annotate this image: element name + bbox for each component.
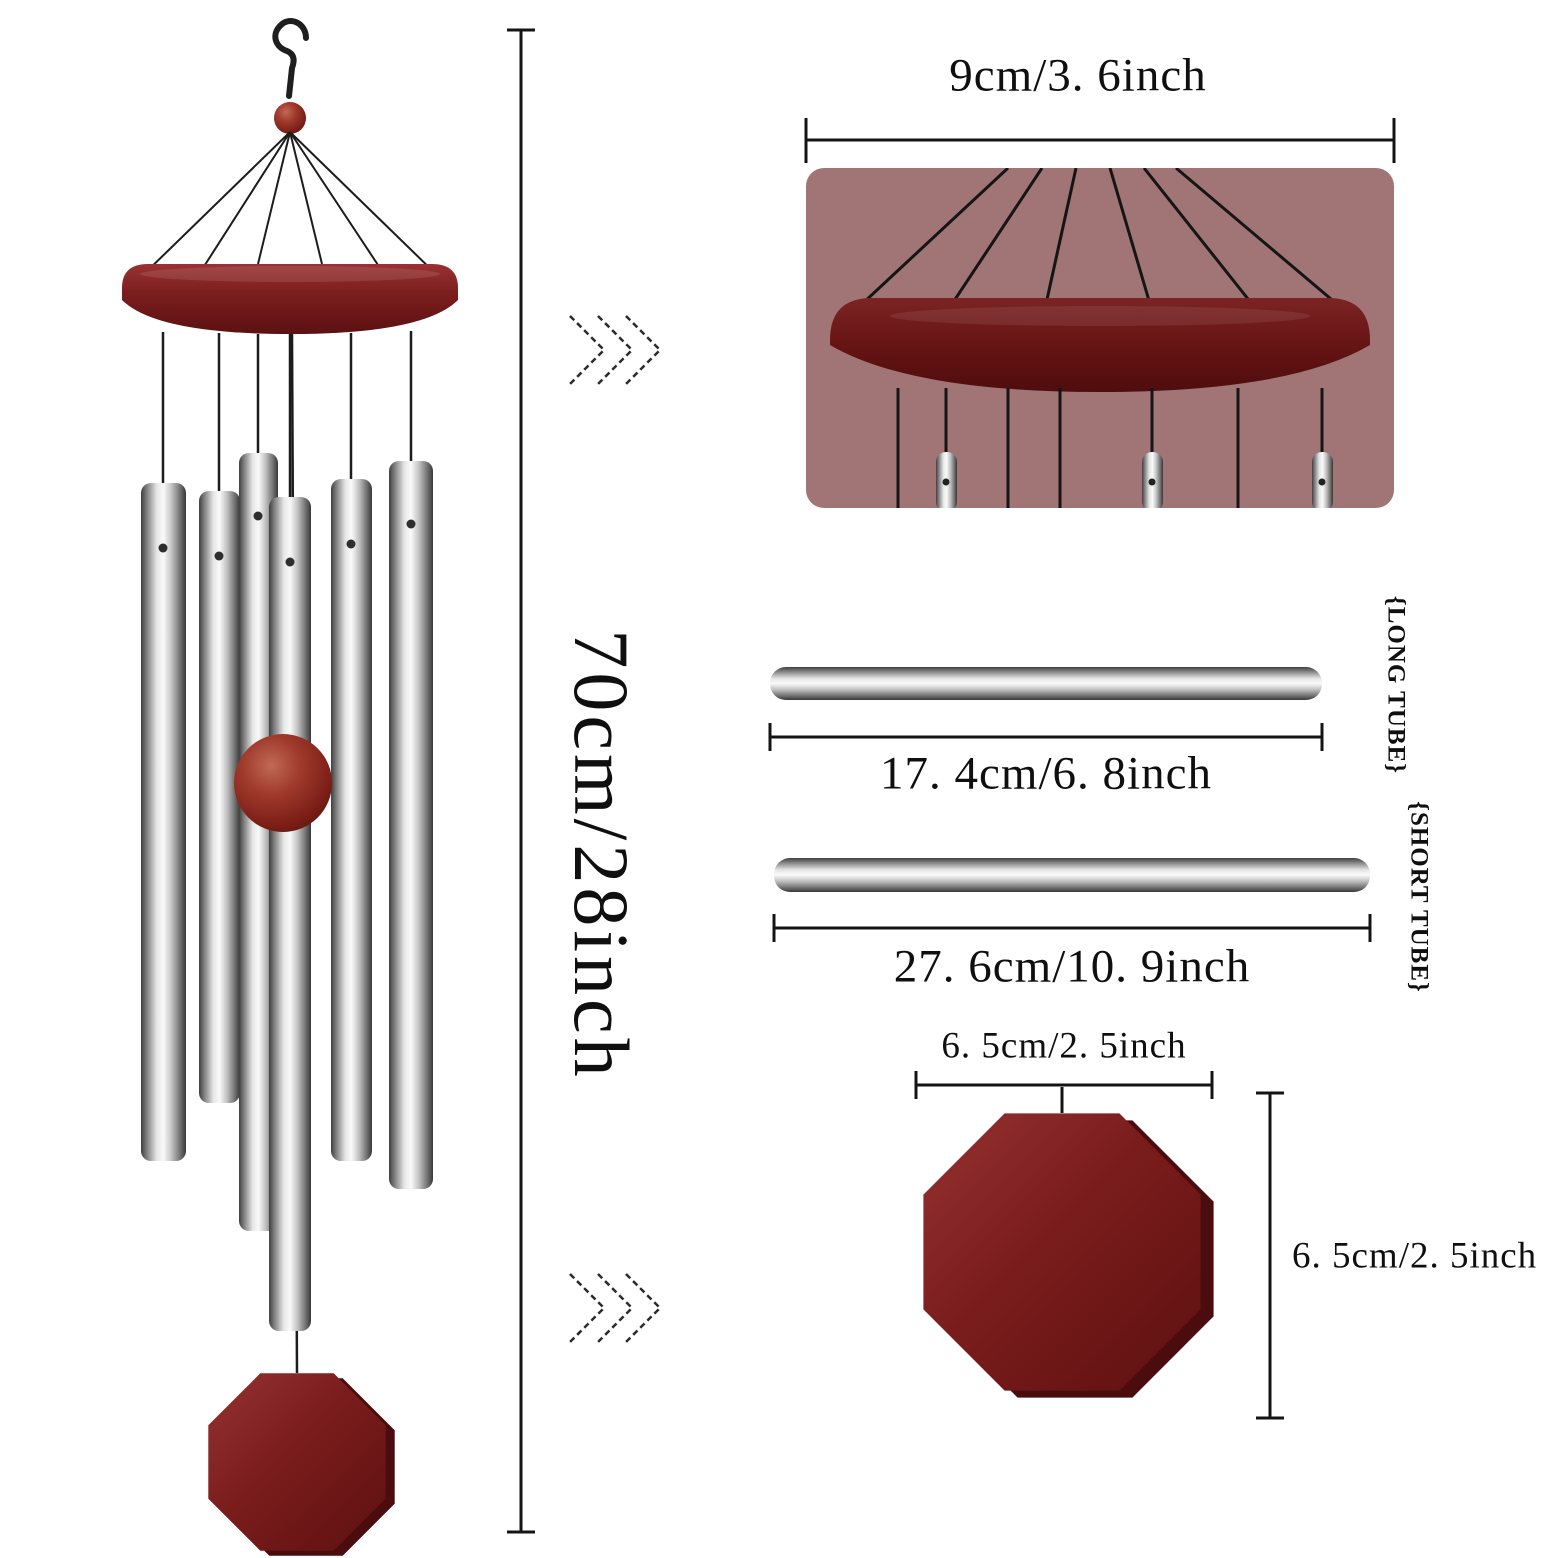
overall-height-dimension — [507, 28, 535, 1534]
double-chevron-icon — [569, 1273, 662, 1343]
octagon-face — [923, 1113, 1201, 1391]
chime-tube — [331, 479, 372, 1161]
chime-tube — [389, 461, 433, 1189]
tube-b-figure — [772, 858, 1372, 942]
closeup-content — [830, 168, 1370, 508]
chime-tubes — [141, 453, 433, 1331]
closeup-hang-strings — [896, 388, 1324, 508]
wood-top-ring — [122, 264, 458, 334]
striker-ball — [234, 734, 332, 832]
closeup-ring-highlight — [890, 306, 1310, 326]
double-chevron-icon — [569, 315, 662, 385]
chime-tube — [269, 497, 311, 1331]
tube-a — [770, 667, 1322, 700]
closeup-tube-tops — [936, 452, 1333, 508]
tube-b-dimension — [772, 914, 1372, 942]
chime-tube — [141, 483, 186, 1161]
tube-a-figure — [768, 667, 1324, 751]
wind-chime-illustration — [122, 18, 458, 1556]
closeup-wood-ring — [830, 298, 1370, 392]
tube-a-dimension — [768, 723, 1324, 751]
tube-a-length-label: 17. 4cm/6. 8inch — [880, 747, 1212, 800]
top-width-label: 9cm/3. 6inch — [949, 49, 1207, 102]
octagon-face — [208, 1373, 386, 1551]
hanging-hook-icon — [272, 18, 309, 99]
tube-holes — [158, 511, 416, 567]
top-bead — [274, 102, 306, 134]
closeup-suspension-strings — [860, 168, 1345, 312]
catcher-height-label: 6. 5cm/2. 5inch — [1292, 1235, 1538, 1277]
catcher-width-dimension — [914, 1071, 1214, 1099]
wind-catcher-octagon — [208, 1373, 395, 1556]
chime-tube — [239, 453, 278, 1231]
catcher-height-dimension — [1256, 1091, 1284, 1420]
ring-width-dimension — [804, 118, 1396, 163]
tube-b — [774, 858, 1370, 892]
top-ring-closeup — [804, 118, 1396, 508]
wood-ring-highlight — [140, 266, 440, 282]
long-tube-tag: {LONG TUBE} — [1382, 595, 1410, 775]
short-tube-tag: {SHORT TUBE} — [1405, 801, 1433, 993]
total-height-label: 70cm/28inch — [558, 629, 645, 1081]
catcher-width-label: 6. 5cm/2. 5inch — [941, 1025, 1187, 1067]
tube-hang-strings — [161, 331, 413, 502]
wind-catcher-closeup — [914, 1071, 1284, 1420]
suspension-strings — [139, 131, 441, 279]
chime-tube — [199, 491, 240, 1103]
tube-b-length-label: 27. 6cm/10. 9inch — [893, 940, 1251, 993]
